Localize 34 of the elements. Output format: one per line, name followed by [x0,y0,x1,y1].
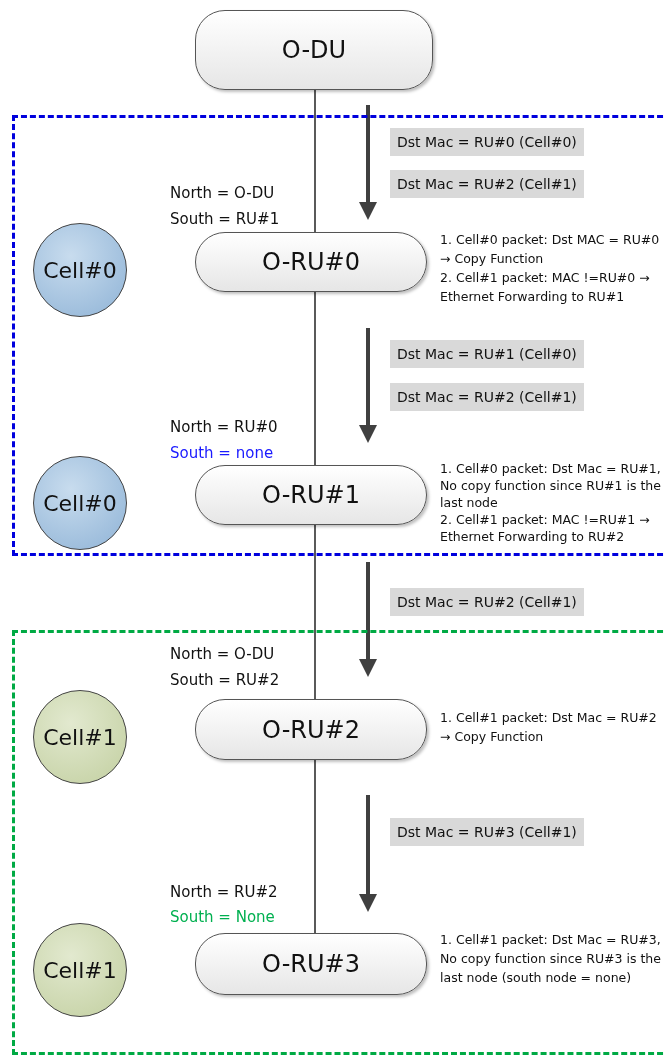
message-label: Dst Mac = RU#1 (Cell#0) [390,340,584,368]
message-label: Dst Mac = RU#0 (Cell#0) [390,128,584,156]
node-pill: O-RU#1 [195,465,427,525]
dashed-group-border [12,630,664,1055]
connector-line [314,759,316,934]
port-label: North = RU#0 [170,418,278,436]
message-label: Dst Mac = RU#2 (Cell#1) [390,383,584,411]
note-text: 1. Cell#1 packet: Dst Mac = RU#2 → Copy Function [440,709,658,746]
connector-line [314,89,316,233]
note-text: 1. Cell#0 packet: Dst MAC = RU#0 → Copy Function [440,231,661,268]
node-pill: O-RU#2 [195,699,427,760]
port-label: South = RU#1 [170,210,280,228]
message-label: Dst Mac = RU#2 (Cell#1) [390,588,584,616]
port-label: North = RU#2 [170,883,278,901]
note-text: 1. Cell#0 packet: Dst Mac = RU#1, No copy function since RU#1 is the last node [440,460,662,511]
connector-line [314,524,316,700]
port-label: North = O-DU [170,184,275,202]
port-label: North = O-DU [170,645,275,663]
node-pill: O-RU#0 [195,232,427,292]
port-label: South = None [170,908,275,926]
message-label: Dst Mac = RU#2 (Cell#1) [390,170,584,198]
cell-circle: Cell#1 [33,923,127,1017]
cell-circle: Cell#0 [33,223,127,317]
note-text: 1. Cell#1 packet: Dst Mac = RU#3, No copy function since RU#3 is the last node (south node = none) [440,931,662,987]
node-pill: O-RU#3 [195,933,427,995]
cell-circle: Cell#0 [33,456,127,550]
message-label: Dst Mac = RU#3 (Cell#1) [390,818,584,846]
cell-circle: Cell#1 [33,690,127,784]
port-label: South = RU#2 [170,671,280,689]
note-text: 2. Cell#1 packet: MAC !=RU#1 → Ethernet Forwarding to RU#2 [440,511,651,545]
connector-line [314,291,316,466]
note-text: 2. Cell#1 packet: MAC !=RU#0 → Ethernet Forwarding to RU#1 [440,269,651,306]
port-label: South = none [170,444,274,462]
node-pill: O-DU [195,10,433,90]
